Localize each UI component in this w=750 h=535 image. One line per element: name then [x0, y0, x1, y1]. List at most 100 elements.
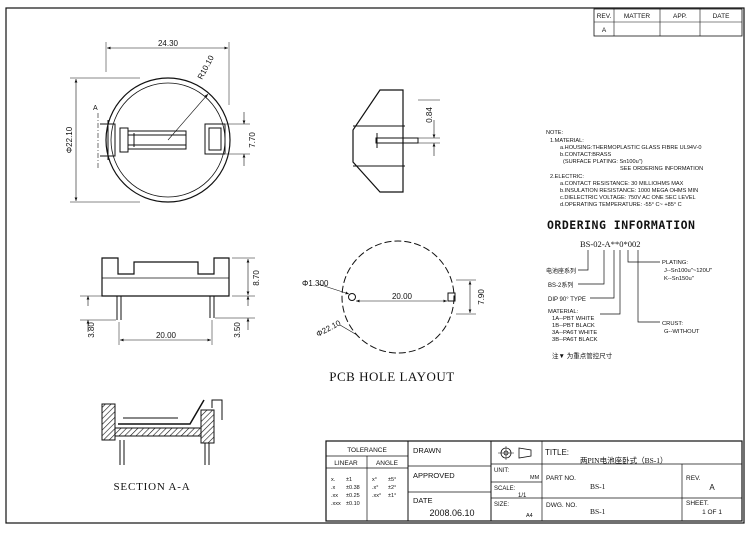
crust-list: CRUST: G--WITHOUT	[662, 321, 700, 335]
tol-key: .x	[331, 485, 336, 491]
ang-val: ±2°	[388, 485, 396, 491]
angle-header: ANGLE	[376, 460, 399, 467]
size-label: SIZE:	[494, 502, 509, 508]
part-label: PART NO.	[546, 475, 576, 482]
drawn-label: DRAWN	[413, 446, 441, 455]
rev-header: REV.	[597, 13, 612, 20]
crust-item: G--WITHOUT	[664, 329, 700, 335]
pcb-layout-title: PCB HOLE LAYOUT	[329, 369, 454, 384]
material-item: 3B--PA6T BLACK	[552, 337, 598, 343]
unit-label: UNIT:	[494, 468, 509, 474]
ang-key: .xx°	[372, 493, 381, 499]
material-item: 1A--PBT WHITE	[552, 316, 595, 322]
dwg-label: DWG. NO.	[546, 502, 577, 509]
app-header: APP.	[673, 13, 687, 20]
rev-label: REV.	[686, 475, 701, 482]
approved-label: APPROVED	[413, 471, 455, 480]
dim-top-diameter: Φ22.10	[65, 126, 74, 153]
ang-val: ±5°	[388, 477, 396, 483]
note-line: c.DIELECTRIC VOLTAGE: 750V AC ONE SEC LE…	[560, 195, 696, 201]
note-line: NOTE:	[546, 130, 564, 136]
section-mark-a: A	[93, 105, 98, 112]
dim-pcb-pitch: 20.00	[392, 292, 413, 301]
ordering-leaders	[578, 250, 660, 323]
tol-val: ±0.25	[346, 493, 360, 499]
notes-block: NOTE: 1.MATERIAL: a.HOUSING:THERMOPLASTI…	[546, 130, 703, 208]
note-line: b.INSULATION RESISTANCE: 1000 MEGA OHMS …	[560, 188, 698, 194]
dip-type: DIP 90° TYPE	[548, 297, 586, 303]
note-line: d.OPERATING TEMPERATURE: -55° C~ +85° C	[560, 202, 682, 208]
scale-label: SCALE:	[494, 486, 516, 492]
series-cn: 电池座系列	[546, 267, 576, 275]
dim-front-width: 20.00	[156, 331, 177, 340]
scale-value: 1/1	[518, 493, 527, 499]
title-block	[325, 440, 743, 522]
note-line: b.CONTACT:BRASS	[560, 152, 611, 158]
dim-pcb-outline: Φ22.10	[315, 318, 343, 339]
dim-front-height: 8.70	[252, 270, 261, 286]
front-view	[80, 257, 255, 345]
dim-top-width: 24.30	[158, 39, 179, 48]
title-block-text: TOLERANCE LINEAR ANGLE x. ±1 .x ±0.38 .x…	[331, 446, 722, 519]
section-view	[101, 399, 223, 465]
dwg-value: BS-1	[590, 507, 606, 516]
tol-val: ±0.10	[346, 501, 360, 507]
ang-key: x°	[372, 477, 377, 483]
rev-value: A	[709, 483, 715, 492]
part-value: BS-1	[590, 482, 606, 491]
revision-table: REV. MATTER APP. DATE A	[593, 8, 743, 37]
ang-val: ±1°	[388, 493, 396, 499]
dim-side-thickness: 0.84	[425, 107, 434, 123]
size-value: A4	[526, 513, 533, 519]
sheet-border	[5, 7, 745, 524]
note-line: (SURFACE PLATING: Sn100u")	[563, 159, 643, 165]
title-value: 两PIN电池座卧式（BS-1）	[580, 455, 668, 465]
series: BS-2系列	[548, 281, 573, 289]
material-item: MATERIAL:	[548, 309, 579, 315]
note-line: a.HOUSING:THERMOPLASTIC GLASS FIBRE UL94…	[560, 145, 701, 151]
note-line: 2.ELECTRIC:	[550, 174, 584, 180]
note-line: a.CONTACT RESISTANCE: 30 MILLIOHMS MAX	[560, 181, 684, 187]
note-line: 1.MATERIAL:	[550, 138, 584, 144]
plating-item: K--Sn150u"	[664, 276, 694, 282]
top-view	[70, 42, 250, 203]
tol-val: ±1	[346, 477, 352, 483]
date-label: DATE	[413, 496, 432, 505]
section-title: SECTION A-A	[114, 481, 191, 493]
tol-key: x.	[331, 477, 336, 483]
dim-top-radius: R10.10	[196, 53, 216, 80]
material-item: 1B--PBT BLACK	[552, 323, 595, 329]
title-label: TITLE:	[545, 448, 569, 457]
sheet-value: 1 OF 1	[702, 509, 722, 516]
unit-value: MM	[530, 475, 540, 481]
side-view	[352, 89, 440, 193]
tol-key: .xxx	[331, 501, 341, 507]
pcb-layout	[317, 240, 476, 354]
ordering-title: ORDERING INFORMATION	[547, 218, 695, 232]
material-item: 3A--PA6T WHITE	[552, 330, 597, 336]
dim-top-side: 7.70	[248, 132, 257, 148]
dim-pcb-hole: Φ1.300	[302, 279, 329, 288]
plating-item: J--Sn100u"~120U"	[664, 268, 712, 274]
material-list: MATERIAL: 1A--PBT WHITE 1B--PBT BLACK 3A…	[548, 309, 598, 343]
dim-pcb-offset: 7.90	[477, 289, 486, 305]
control-remark: 注▼ 为重点管控尺寸	[552, 351, 613, 360]
rev-cell: A	[602, 27, 607, 34]
tol-key: .xx	[331, 493, 338, 499]
ordering-code: BS-02-A**0*002	[580, 239, 640, 249]
tol-val: ±0.38	[346, 485, 360, 491]
plating-item: PLATING:	[662, 260, 688, 266]
crust-item: CRUST:	[662, 321, 683, 327]
tolerance-header: TOLERANCE	[347, 447, 387, 454]
linear-header: LINEAR	[334, 460, 358, 467]
date-value: 2008.06.10	[429, 508, 474, 518]
plating-list: PLATING: J--Sn100u"~120U" K--Sn150u"	[662, 260, 712, 282]
dim-front-pin-right: 3.50	[233, 322, 242, 338]
date-header: DATE	[713, 13, 731, 20]
note-line: SEE ORDERING INFORMATION	[620, 166, 703, 172]
sheet-label: SHEET.	[686, 500, 709, 507]
dim-front-pin-left: 3.80	[87, 322, 96, 338]
ang-key: .x°	[372, 485, 378, 491]
